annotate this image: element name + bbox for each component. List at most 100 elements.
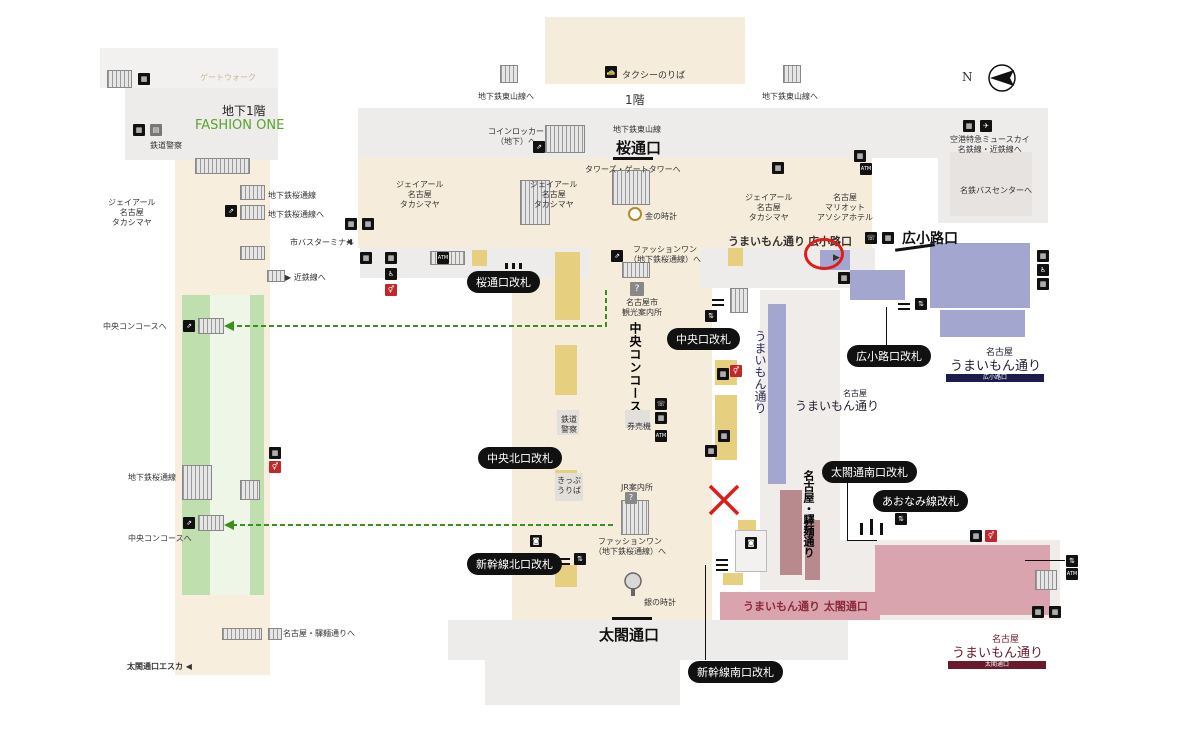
taxi-area — [545, 17, 745, 84]
logo-umaimon: うまいもん通り — [950, 359, 1042, 374]
gate-icon — [505, 254, 523, 269]
restroom-icon: ▦ — [718, 430, 730, 442]
gold-clock-icon — [628, 207, 642, 221]
marriott-label: 名古屋 マリオット アソシアホテル — [817, 193, 873, 222]
gate-icon-5 — [858, 515, 888, 535]
stairs — [182, 465, 212, 500]
hirokoji-shops-d — [940, 310, 1025, 337]
chuo-concourse-left-1: 中央コンコースへ — [103, 322, 167, 331]
sakura-exit-bar — [613, 157, 653, 160]
restroom-icon: ▦ — [1037, 278, 1049, 290]
meitetsu-bus-label: 名鉄バスセンターへ — [960, 186, 1032, 195]
restroom-icon: ▦ — [838, 272, 850, 284]
eki-men-shops-b — [805, 520, 820, 580]
gate-icon-4 — [560, 552, 572, 565]
escalator-icon: ⇗ — [611, 250, 623, 262]
restroom-icon: ▦ — [345, 218, 357, 230]
escalator-icon: ⇗ — [225, 205, 237, 217]
atm-icon: ATM — [1066, 568, 1078, 580]
stairs — [783, 65, 801, 83]
subway-higashiyama-right: 地下鉄東山線へ — [762, 92, 818, 101]
stairs — [195, 158, 250, 174]
floor-b1-label: 地下1階 — [222, 104, 266, 118]
hirokoji-shops-b — [1000, 243, 1030, 308]
hirokoji-shops-c — [850, 270, 905, 300]
restroom-gender-icon: ⚥ — [269, 461, 281, 473]
central-concourse-area — [512, 158, 712, 628]
city-bus-label: 市バスターミナル — [290, 238, 354, 247]
shinkansen-icon: ◙ — [530, 535, 542, 547]
taiko-escalator-label: 太閤通口エスカ ◀ — [127, 662, 192, 671]
shinkansen-icon: ◙ — [745, 537, 757, 549]
stairs — [621, 500, 649, 535]
restroom-icon: ▦ — [854, 150, 866, 162]
airport-line-label: 空港特急ミュースカイ 名鉄線・近鉄線へ — [950, 135, 1030, 154]
kintetsu-label: ▶ 近鉄線へ — [285, 273, 326, 282]
towers-label: タワーズ・ゲートタワーへ — [585, 165, 681, 174]
subway-sakuradori-label-2: 地下鉄桜通線へ — [268, 210, 324, 219]
stairs — [222, 628, 262, 640]
jr-takashimaya-c: ジェイアール 名古屋 タカシマヤ — [745, 193, 793, 222]
shinkansen-north-gate-label: 新幹線北口改札 — [467, 553, 562, 575]
gate-icon-2 — [898, 298, 912, 310]
info-icon: ? — [625, 492, 637, 504]
logo-nagoya-mid: 名古屋 — [843, 389, 867, 398]
stairs — [240, 205, 265, 220]
silver-clock-icon — [623, 572, 643, 596]
escalator-icon: ⇗ — [183, 517, 195, 529]
stairs — [198, 318, 224, 334]
leader-line — [705, 565, 706, 660]
restroom-icon: ▦ — [655, 412, 667, 424]
logo-nagoya-bottom: 名古屋 — [992, 635, 1020, 645]
restroom-icon: ▦ — [970, 530, 982, 542]
leader-line — [847, 540, 877, 541]
umaimon-dori-label: うまいもん通り — [728, 235, 805, 248]
eki-men-shops-a — [780, 490, 802, 575]
stairs — [240, 480, 260, 500]
restroom-icon: ▦ — [963, 120, 975, 132]
ticket-machine-label: 券売機 — [627, 422, 651, 431]
restroom-icon: ▦ — [772, 162, 784, 174]
logo-taiko-sub: 太閤通口 — [948, 661, 1046, 669]
restroom-icon: ▦ — [1049, 606, 1061, 618]
restroom-icon: ▦ — [360, 252, 372, 264]
escalator-icon: ⇗ — [533, 141, 545, 153]
gate-icon: ⇅ — [895, 513, 907, 525]
taiko-umaimon-shops — [720, 592, 880, 620]
hirokoji-gate-label: 広小路口改札 — [847, 345, 931, 367]
umaimon-taiko-logo: 名古屋 うまいもん通り 太閤通口 — [948, 632, 1048, 670]
plaza-right — [712, 158, 872, 248]
jr-takashimaya-left: ジェイアール 名古屋 タカシマヤ — [108, 198, 156, 227]
sakura-exit-label: 桜通口 — [616, 139, 662, 157]
stairs — [1035, 570, 1057, 590]
stairs — [545, 125, 585, 153]
restroom-gender-icon: ⚥ — [985, 530, 997, 542]
info-icon: ? — [630, 282, 644, 296]
atm-icon: ATM — [655, 430, 667, 442]
shop — [555, 345, 577, 395]
leader-line — [847, 476, 848, 540]
subway-sakuradori-2: 地下鉄桜通線 — [128, 473, 176, 482]
red-x-marker — [707, 483, 741, 517]
shinkansen-south-gate-label: 新幹線南口改札 — [688, 661, 783, 683]
umaimon-hirokoji-logo: 名古屋 うまいもん通り 広小路口 — [946, 345, 1046, 383]
eki-men-vertical: 名古屋・驛麺通り — [802, 470, 815, 558]
stairs — [622, 262, 650, 278]
gold-clock-label: 金の時計 — [645, 212, 677, 221]
central-gate-label: 中央口改札 — [667, 328, 740, 350]
locker-icon: ▤ — [150, 124, 162, 136]
atm-icon: ATM — [860, 163, 872, 175]
hirokoji-shops-a — [930, 243, 1000, 308]
kippu-label: きっぷ うりば — [557, 476, 581, 495]
eki-men-to-label: 名古屋・驛麺通りへ — [283, 629, 355, 638]
fashion-one-label: FASHION ONE — [195, 118, 285, 133]
phone-icon: ☏ — [865, 232, 877, 244]
shop — [728, 248, 743, 266]
central-north-gate-label: 中央北口改札 — [478, 447, 562, 469]
chuo-concourse-left-2: 中央コンコースへ — [128, 534, 192, 543]
first-floor-band — [358, 108, 938, 158]
stairs — [107, 70, 132, 88]
logo-umaimon-mid: うまいもん通り — [795, 399, 880, 413]
fashion-one-to-2: ファッションワン （地下鉄桜通線）へ — [594, 537, 666, 556]
taiko-exit-label: 太閤通口 — [599, 626, 660, 644]
